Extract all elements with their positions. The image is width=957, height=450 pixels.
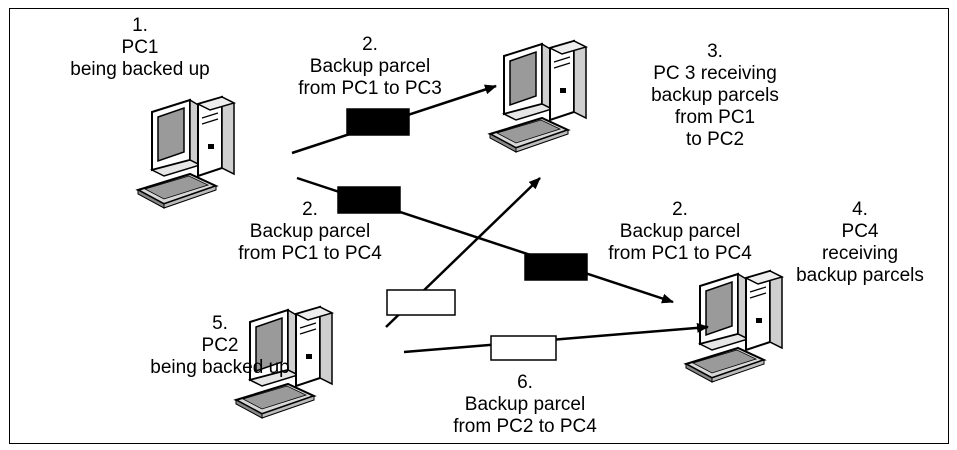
parcel-pc1-pc3-route: from PC1 to PC3 [298,78,442,99]
pc1-status: being backed up [70,59,210,80]
pc3-line-4: to PC2 [685,129,745,150]
parcel-pc1-pc3-label: 2. Backup parcel from PC1 to PC3 [270,34,470,100]
pc4-number: 4. [852,199,868,220]
pc1-computer-icon [137,96,235,209]
pc3-label: 3. PC 3 receiving backup parcels from PC… [615,41,815,151]
parcel-pc2-pc4-number: 6. [517,372,533,393]
parcel-pc1-pc4-b-label: 2. Backup parcel from PC1 to PC4 [580,199,780,265]
black-parcel-pc1-to-pc4-near [337,186,401,214]
pc2-name: PC2 [201,335,239,356]
pc4-line-3: backup parcels [796,265,924,286]
parcel-pc1-pc4-b-title: Backup parcel [619,221,741,242]
pc4-line-2: receiving [821,243,899,264]
pc3-line-2: backup parcels [651,85,779,106]
pc4-name: PC4 [841,221,879,242]
pc2-status: being backed up [150,357,290,378]
pc1-label: 1. PC1 being backed up [30,15,250,81]
pc3-computer-icon [489,40,587,153]
pc3-number: 3. [707,41,723,62]
parcel-pc2-pc4-label: 6. Backup parcel from PC2 to PC4 [425,372,625,438]
pc2-label: 5. PC2 being backed up [125,313,315,379]
pc2-number: 5. [212,313,228,334]
parcel-pc2-pc4-route: from PC2 to PC4 [453,416,597,437]
parcel-pc1-pc4-a-title: Backup parcel [249,221,371,242]
black-parcel-pc1-to-pc3 [346,108,410,136]
parcel-pc1-pc4-a-number: 2. [302,199,318,220]
parcel-pc1-pc3-number: 2. [362,34,378,55]
pc4-label: 4. PC4 receiving backup parcels [765,199,955,287]
parcel-pc1-pc4-a-route: from PC1 to PC4 [238,243,382,264]
parcel-pc2-pc4-title: Backup parcel [464,394,586,415]
white-parcel-pc2-to-pc3 [386,289,456,316]
pc3-line-3: from PC1 [674,107,756,128]
pc1-name: PC1 [121,37,159,58]
parcel-pc1-pc4-b-number: 2. [672,199,688,220]
parcel-pc1-pc4-b-route: from PC1 to PC4 [608,243,752,264]
pc1-number: 1. [132,15,148,36]
diagram-frame [9,8,949,444]
white-parcel-pc2-to-pc4 [490,335,557,361]
pc3-line-1: PC 3 receiving [653,63,777,84]
black-parcel-pc1-to-pc4-far [524,253,588,281]
parcel-pc1-pc4-a-label: 2. Backup parcel from PC1 to PC4 [210,199,410,265]
parcel-pc1-pc3-title: Backup parcel [309,56,431,77]
